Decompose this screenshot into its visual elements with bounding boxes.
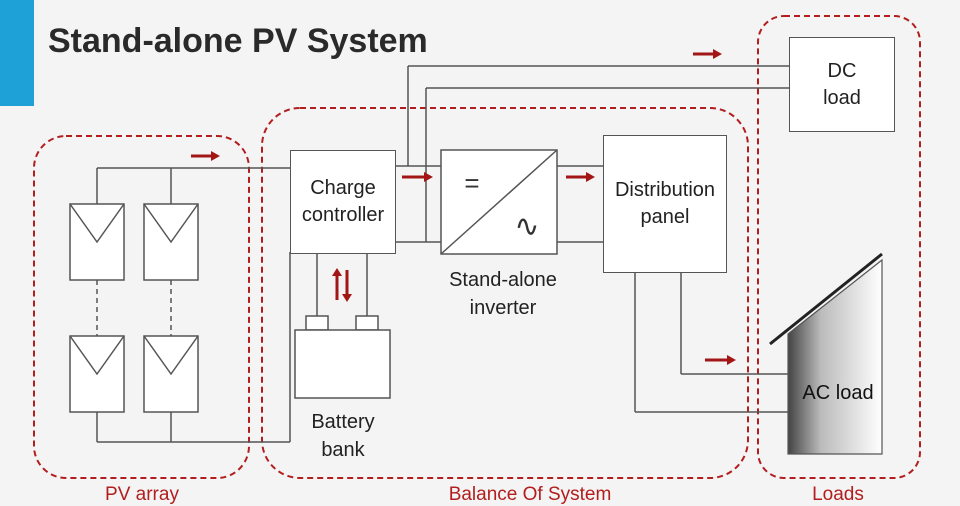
distribution-panel[interactable]: Distribution panel <box>603 135 727 273</box>
pv-module-icon <box>143 335 199 413</box>
ac-load-label: AC load <box>802 382 874 404</box>
pv-module-icon <box>69 203 125 281</box>
bidirectional-arrow-icon <box>332 268 352 302</box>
flow-arrow-icon <box>566 172 595 182</box>
balance-of-system-group-outline <box>261 107 749 479</box>
battery-bank-label: Battery bank <box>311 411 375 461</box>
balance-of-system-group-label: Balance Of System <box>448 484 612 505</box>
accent-bar <box>0 0 34 106</box>
flow-arrow-icon <box>402 172 433 182</box>
pv-module-icon <box>69 335 125 413</box>
inverter-box[interactable] <box>440 149 558 255</box>
pv-array-wiring <box>96 167 291 443</box>
dc-symbol: = <box>464 168 479 198</box>
battery-icon <box>294 315 391 399</box>
flow-arrow-icon <box>693 49 722 59</box>
dc-load[interactable]: DC load <box>789 37 895 132</box>
house-icon[interactable] <box>769 252 883 455</box>
pv-array-group-outline <box>33 135 250 479</box>
loads-group-label: Loads <box>812 484 864 505</box>
flow-arrow-icon <box>191 151 220 161</box>
flow-arrow-icon <box>705 355 736 365</box>
charge-controller[interactable]: Charge controller <box>290 150 396 254</box>
pv-module-icon <box>143 203 199 281</box>
loads-group-outline <box>757 15 921 479</box>
page-title: Stand-alone PV System <box>48 22 428 60</box>
ac-symbol: ∿ <box>514 209 539 244</box>
inverter-label: Stand-alone inverter <box>449 269 557 319</box>
pv-array-group-label: PV array <box>105 484 179 505</box>
system-wiring <box>316 65 789 413</box>
